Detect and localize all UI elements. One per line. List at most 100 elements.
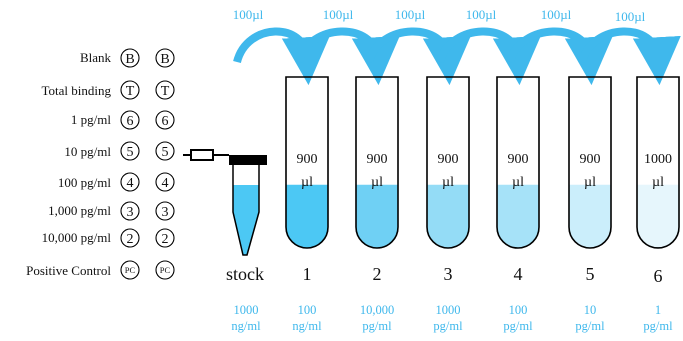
well-label: PC [125, 265, 136, 275]
plate-well: 4 [120, 172, 140, 192]
plate-well: 2 [155, 228, 175, 248]
tube-number: 2 [373, 264, 382, 284]
tube-conc-unit: pg/ml [643, 319, 673, 333]
well-label: T [161, 84, 170, 99]
transfer-volume-label: 100µl [541, 7, 572, 22]
plate-well: 5 [120, 141, 140, 161]
well-label: 5 [162, 145, 169, 160]
tube-conc-value: 1000 [436, 303, 461, 317]
well-label: 2 [127, 232, 134, 247]
transfer-arrows: 100µl 100µl 100µl 100µl 100µl 100µl [233, 7, 681, 86]
tube-conc-value: 100 [298, 303, 317, 317]
tube-liquid [286, 184, 328, 248]
tube-conc-unit: pg/ml [362, 319, 392, 333]
well-label: 2 [162, 232, 169, 247]
tube-liquid [569, 184, 611, 248]
tube-volume-value: 900 [297, 152, 318, 167]
stock-tube-outline [232, 165, 260, 256]
dilution-tube: 900 µl 5 10 pg/ml [568, 76, 612, 333]
stock-tube [232, 165, 260, 256]
tube-liquid [427, 184, 469, 248]
stock-conc-unit: ng/ml [231, 319, 261, 333]
tube-volume-unit: µl [584, 175, 596, 190]
transfer-volume-label: 100µl [233, 7, 264, 22]
well-label: B [125, 52, 134, 67]
row-label-10pg: 10 pg/ml [64, 144, 111, 159]
plate-well: PC [120, 260, 140, 280]
well-label: T [126, 84, 135, 99]
transfer-volume-label: 100µl [395, 7, 426, 22]
transfer-volume-label: 100µl [323, 7, 354, 22]
tube-number: 3 [444, 264, 453, 284]
tube-number: 1 [303, 264, 312, 284]
tube-conc-value: 10 [584, 303, 597, 317]
dilution-tube: 1000 µl 6 1 pg/ml [636, 76, 680, 333]
tube-conc-unit: pg/ml [433, 319, 463, 333]
tube-volume-value: 900 [438, 152, 459, 167]
plate-well: 3 [155, 201, 175, 221]
tube-outline [636, 76, 680, 249]
tube-outline [496, 76, 540, 249]
well-label: B [160, 52, 169, 67]
tube-volume-unit: µl [652, 175, 664, 190]
tube-volume-unit: µl [371, 175, 383, 190]
row-label-1pg: 1 pg/ml [71, 112, 111, 127]
dilution-tube: 900 µl 4 100 pg/ml [496, 76, 540, 333]
well-label: 4 [127, 176, 134, 191]
tube-conc-value: 100 [509, 303, 528, 317]
plate-well: 4 [155, 172, 175, 192]
transfer-volume-label: 100µl [615, 9, 646, 24]
transfer-volume-label: 100µl [466, 7, 497, 22]
stock-liquid [233, 185, 259, 255]
well-label: 3 [127, 205, 134, 220]
plate-well: 6 [120, 110, 140, 130]
row-label-blank: Blank [80, 50, 112, 65]
tube-number: 4 [514, 264, 523, 284]
plate-well: 5 [155, 141, 175, 161]
transfer-arrow [578, 27, 681, 86]
tube-volume-unit: µl [442, 175, 454, 190]
transfer-arrow [506, 27, 613, 86]
tube-outline [285, 76, 329, 249]
well-label: 5 [127, 145, 134, 160]
plate-well: T [120, 80, 140, 100]
tube-volume-value: 900 [508, 152, 529, 167]
plate-well: PC [155, 260, 175, 280]
plate-wells: B B T T 6 6 5 5 4 4 3 3 2 2PC PC [120, 48, 175, 280]
plate-well: T [155, 80, 175, 100]
well-label: 3 [162, 205, 169, 220]
stock-conc-value: 1000 [234, 303, 259, 317]
tube-conc-value: 10,000 [360, 303, 394, 317]
pipette-icon [183, 149, 267, 165]
row-label-100pg: 100 pg/ml [58, 175, 111, 190]
well-label: 6 [162, 114, 169, 129]
tube-outline [355, 76, 399, 249]
row-label-positive-control: Positive Control [26, 263, 111, 278]
tube-outline [426, 76, 470, 249]
tube-conc-value: 1 [655, 303, 661, 317]
plate-well: 2 [120, 228, 140, 248]
plate-well: B [120, 48, 140, 68]
plate-legend: Blank Total binding 1 pg/ml 10 pg/ml 100… [26, 48, 175, 280]
tube-number: 6 [654, 266, 663, 286]
well-label: 4 [162, 176, 169, 191]
tube-volume-value: 900 [367, 152, 388, 167]
tube-liquid [497, 184, 539, 248]
plate-well: B [155, 48, 175, 68]
tube-volume-unit: µl [512, 175, 524, 190]
tube-volume-value: 900 [580, 152, 601, 167]
tube-volume-value: 1000 [644, 152, 672, 167]
tube-liquid [356, 184, 398, 248]
dilution-tubes: 900µl1100ng/ml900µl210,000pg/ml900µl3100… [285, 76, 680, 333]
tube-volume-unit: µl [301, 175, 313, 190]
tube-number: 5 [586, 264, 595, 284]
tube-conc-unit: pg/ml [575, 319, 605, 333]
tube-liquid [637, 184, 679, 248]
tube-conc-unit: pg/ml [503, 319, 533, 333]
row-label-1000pg: 1,000 pg/ml [48, 203, 111, 218]
row-label-10000pg: 10,000 pg/ml [42, 230, 112, 245]
dilution-tube: 900 µl 3 1000 pg/ml [426, 76, 470, 333]
